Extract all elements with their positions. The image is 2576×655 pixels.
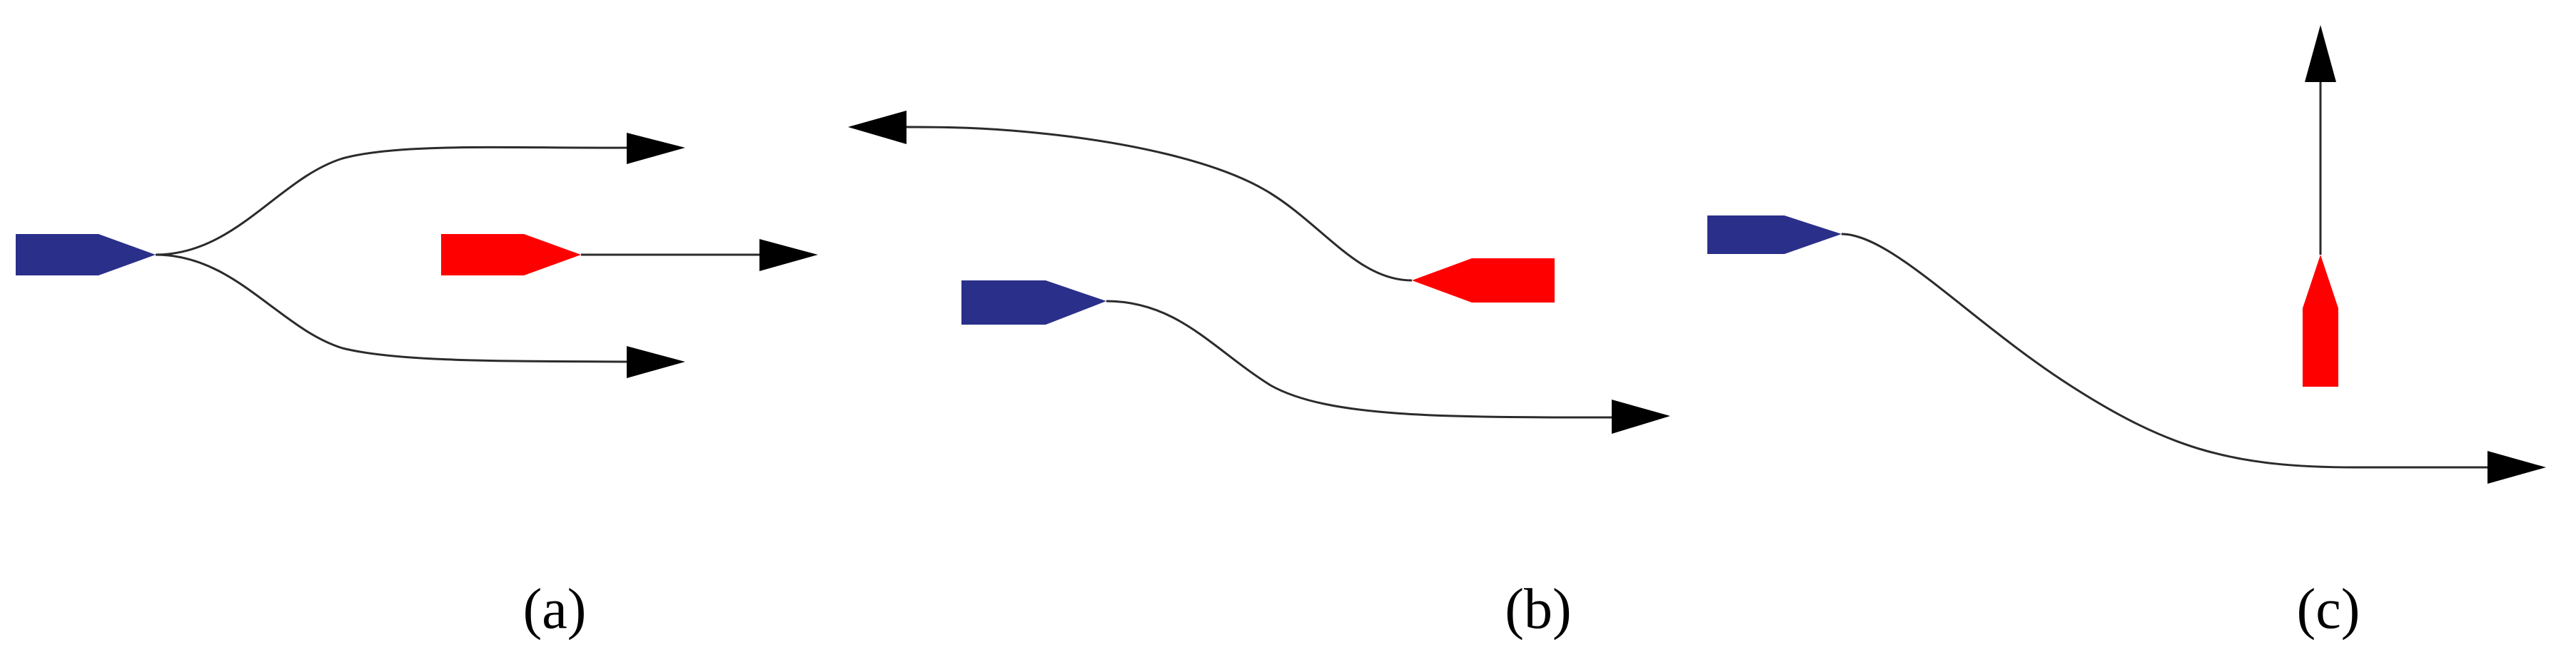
panel-b-other-arrowhead — [848, 111, 906, 144]
panel-a-lower-arrowhead — [627, 346, 685, 378]
panel-b-other-path — [906, 126, 1413, 282]
panel-b: (b) — [848, 111, 1670, 641]
panel-a-straight-arrowhead — [759, 239, 818, 271]
panel-a-other-vehicle — [441, 234, 581, 275]
panel-a-upper-arrowhead — [627, 133, 685, 164]
panel-c-other-vehicle — [2303, 255, 2338, 387]
panel-a: (a) — [16, 133, 818, 641]
panel-b-ego-path — [1106, 300, 1612, 419]
panel-a-lower-path — [155, 253, 635, 363]
panel-a-ego-vehicle — [16, 234, 156, 275]
panel-c-label: (c) — [2297, 578, 2360, 641]
panel-a-label: (a) — [523, 578, 587, 641]
panel-b-label: (b) — [1505, 578, 1571, 641]
panel-c-ego-path — [1841, 233, 2491, 469]
panel-c-ego-arrowhead — [2487, 451, 2546, 484]
panel-c: (c) — [1707, 25, 2546, 641]
panel-b-ego-vehicle — [961, 280, 1106, 325]
panel-b-ego-arrowhead — [1612, 400, 1670, 434]
panel-c-ego-vehicle — [1707, 215, 1842, 254]
panel-c-other-arrowhead — [2305, 25, 2336, 82]
panel-a-upper-path — [155, 146, 635, 256]
panel-b-other-vehicle — [1412, 258, 1555, 303]
